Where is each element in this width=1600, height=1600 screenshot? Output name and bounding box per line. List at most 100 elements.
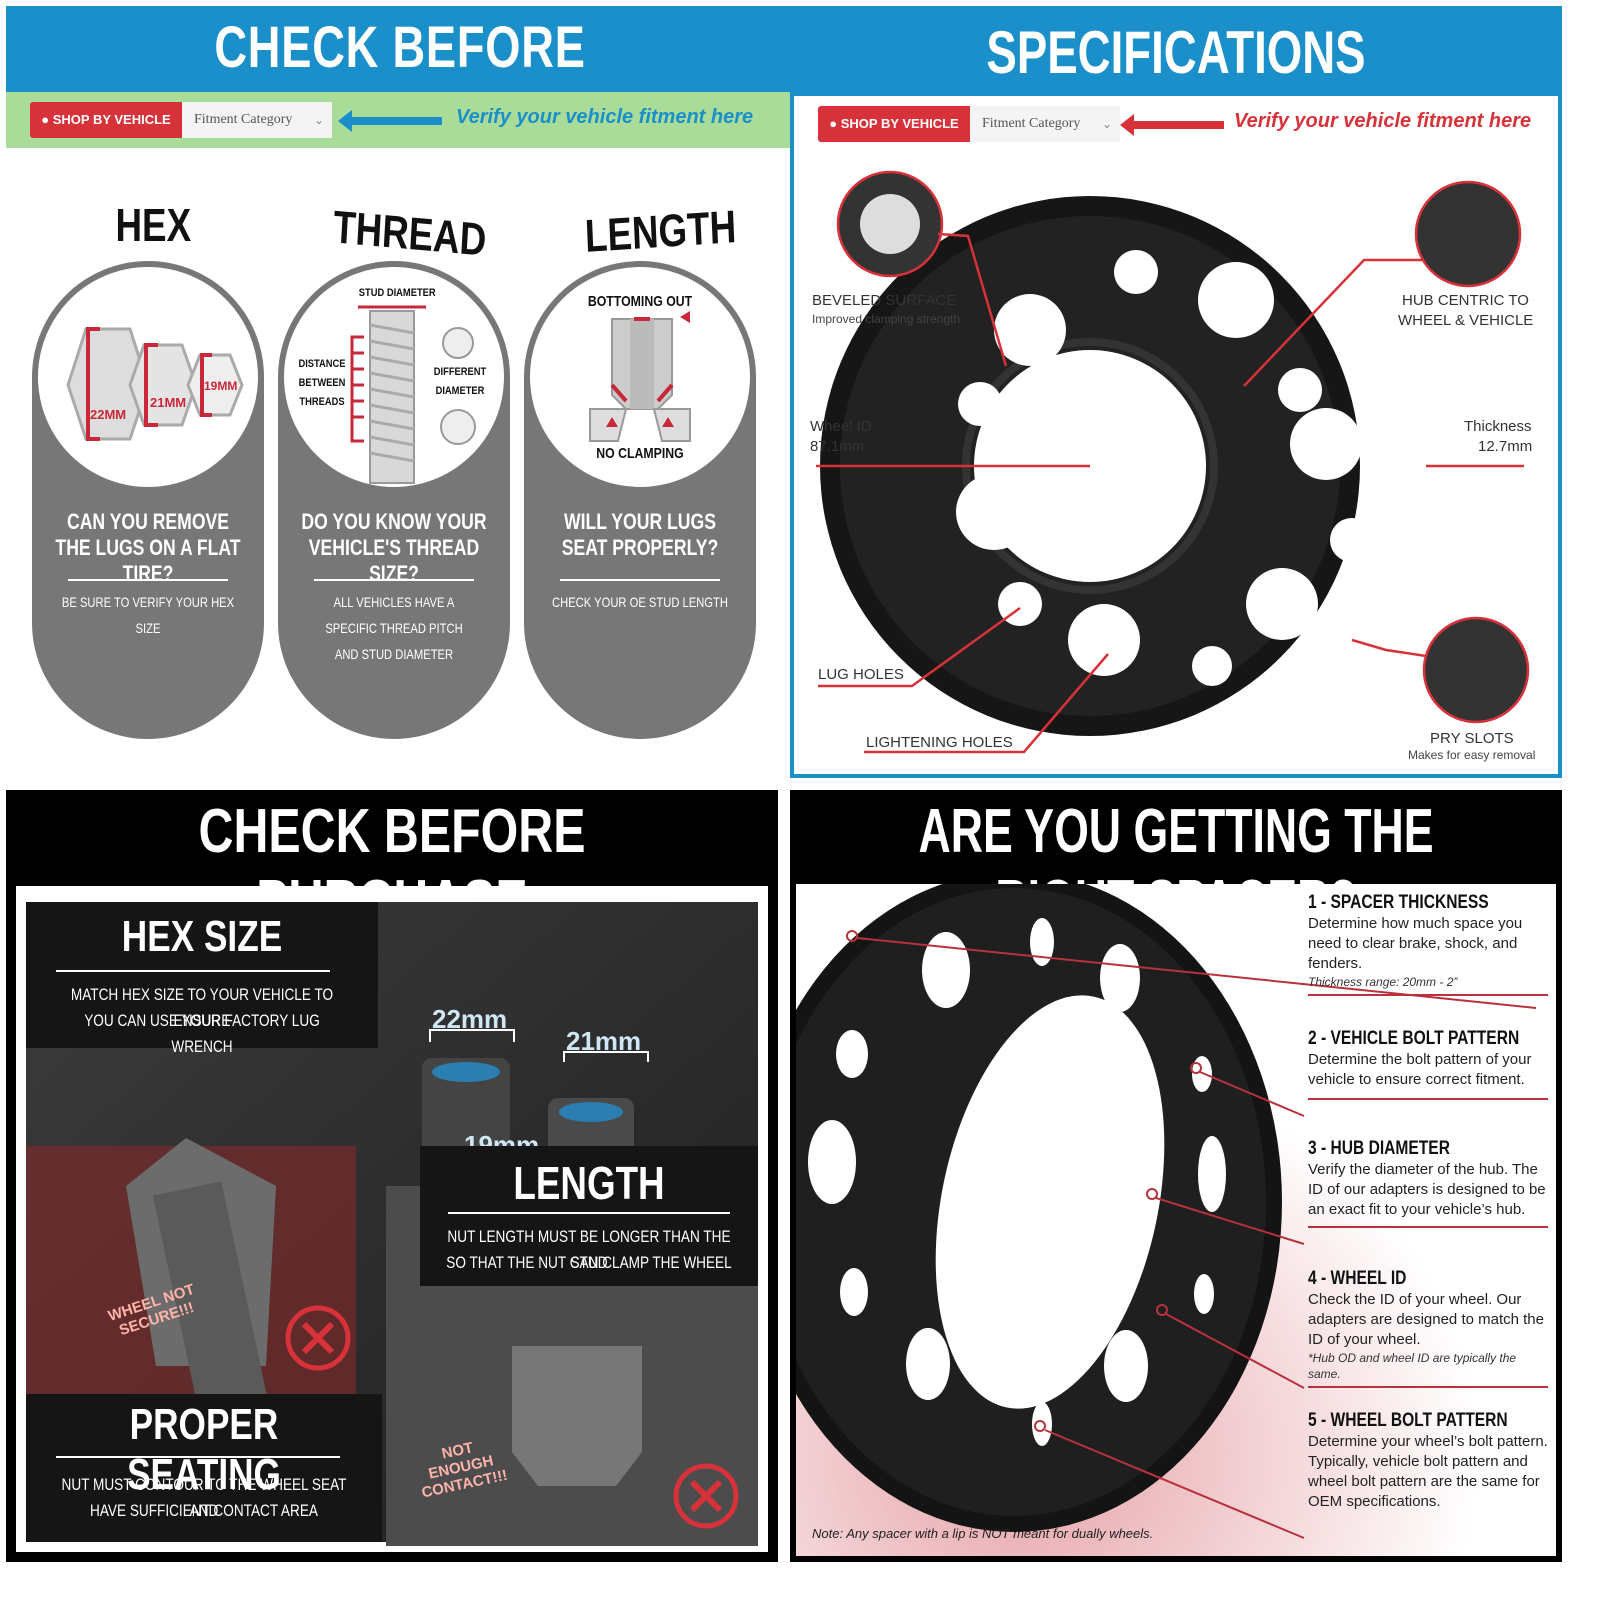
- lightening-holes-label: LIGHTENING HOLES: [866, 734, 1013, 751]
- proper-seating-text-2: HAVE SUFFICIENT CONTACT AREA: [90, 1501, 318, 1520]
- spacer-thickness-section: 1 - SPACER THICKNESS Determine how much …: [1308, 892, 1548, 996]
- verify-fitment-link[interactable]: Verify your vehicle fitment here: [456, 106, 754, 128]
- divider: [1308, 994, 1548, 996]
- lug-holes-label: LUG HOLES: [818, 666, 904, 683]
- section-desc: Check the ID of your wheel. Our adapters…: [1308, 1291, 1544, 1348]
- divider: [448, 1212, 730, 1214]
- fitment-category-value: Fitment Category: [194, 112, 293, 127]
- shop-by-vehicle-label: SHOP BY VEHICLE: [840, 116, 959, 131]
- different-diameter-label: DIFFERENT DIAMETER: [433, 366, 487, 397]
- thread-card: STUD DIAMETER DISTANCE BETWEEN THREADS D…: [278, 261, 510, 739]
- divider: [68, 579, 228, 581]
- content-panel: HEX SIZE MATCH HEX SIZE TO YOUR VEHICLE …: [16, 886, 768, 1552]
- fitment-bar: ● SHOP BY VEHICLE Fitment Category ⌄ Veri…: [6, 92, 794, 148]
- hex-illustration: 22MM 21MM 19MM: [38, 267, 258, 487]
- vehicle-bolt-pattern-section: 2 - VEHICLE BOLT PATTERN Determine the b…: [1308, 1028, 1548, 1100]
- divider: [314, 579, 474, 581]
- arrow-left-icon: [1120, 114, 1224, 136]
- wheel-bolt-pattern-section: 5 - WHEEL BOLT PATTERN Determine your wh…: [1308, 1410, 1548, 1512]
- check-before-purchase-panel: CHECK BEFORE PURCHASE ● SHOP BY VEHICLE …: [6, 6, 794, 786]
- hex-card: 22MM 21MM 19MM CAN YOU REMOVE THE LUGS O…: [32, 261, 264, 739]
- section-title: 4 - WHEEL ID: [1308, 1268, 1407, 1289]
- section-title: 3 - HUB DIAMETER: [1308, 1138, 1450, 1159]
- hub-centric-label-2: WHEEL & VEHICLE: [1398, 312, 1534, 329]
- pry-slots-sub: Makes for easy removal: [1408, 748, 1536, 762]
- panel-header: CHECK BEFORE PURCHASE: [6, 6, 794, 147]
- chevron-down-icon: ⌄: [1101, 117, 1112, 131]
- thread-illustration: STUD DIAMETER DISTANCE BETWEEN THREADS D…: [284, 267, 504, 487]
- length-note: CHECK YOUR OE STUD LENGTH: [552, 594, 728, 610]
- section-desc: Determine how much space you need to cle…: [1308, 915, 1523, 972]
- length-question: WILL YOUR LUGS SEAT PROPERLY?: [561, 509, 719, 560]
- section-desc: Determine your wheel’s bolt pattern. Typ…: [1308, 1433, 1548, 1510]
- proper-seating-text-1: NUT MUST CONTOUR TO THE WHEEL SEAT AND: [61, 1475, 347, 1520]
- chevron-down-icon: ⌄: [313, 113, 324, 127]
- section-title: 1 - SPACER THICKNESS: [1308, 892, 1489, 913]
- length-title: LENGTH: [513, 1157, 665, 1209]
- spacer-diagram: [796, 884, 1556, 1556]
- hex-note: BE SURE TO VERIFY YOUR HEX SIZE: [61, 594, 235, 636]
- fitment-category-select[interactable]: Fitment Category ⌄: [182, 102, 332, 138]
- no-clamping-label: NO CLAMPING: [596, 445, 684, 462]
- hex-size-block: [26, 902, 378, 1048]
- stud-diameter-label: STUD DIAMETER: [358, 287, 436, 299]
- beveled-surface-label: BEVELED SURFACE: [812, 292, 957, 309]
- section-title: 5 - WHEEL BOLT PATTERN: [1308, 1410, 1508, 1431]
- specifications-panel: SPECIFICATIONS ● SHOP BY VEHICLE Fitment…: [790, 6, 1562, 778]
- car-icon: ●: [41, 112, 50, 127]
- bottoming-out-label: BOTTOMING OUT: [587, 293, 693, 310]
- hex-nut-icon: [66, 327, 244, 441]
- hub-centric-label: HUB CENTRIC TO: [1402, 292, 1529, 309]
- section-note: *Hub OD and wheel ID are typically the s…: [1308, 1351, 1517, 1381]
- hex-size-text-1: MATCH HEX SIZE TO YOUR VEHICLE TO ENSURE: [70, 985, 334, 1030]
- dually-footnote: Note: Any spacer with a lip is NOT meant…: [812, 1526, 1154, 1541]
- length-block: [420, 1146, 758, 1286]
- beveled-surface-sub: Improved clamping strength: [812, 312, 961, 326]
- content-panel: 1 - SPACER THICKNESS Determine how much …: [796, 884, 1556, 1556]
- right-spacer-panel: ARE YOU GETTING THE RIGHT SPACER?: [790, 790, 1562, 1562]
- length-illustration: BOTTOMING OUT NO CLAMPING: [530, 267, 750, 487]
- hex-size-text-2: YOU CAN USE YOUR FACTORY LUG WRENCH: [84, 1011, 320, 1056]
- length-text-2: SO THAT THE NUT CAN CLAMP THE WHEEL: [446, 1253, 732, 1272]
- divider: [1308, 1386, 1548, 1388]
- verify-fitment-link[interactable]: Verify your vehicle fitment here: [1234, 110, 1532, 132]
- hex-21-label: 21MM: [150, 395, 187, 410]
- spacer-diagram: [816, 170, 1530, 754]
- thread-note: ALL VEHICLES HAVE A SPECIFIC THREAD PITC…: [325, 594, 463, 662]
- shop-by-vehicle-label: SHOP BY VEHICLE: [52, 112, 171, 127]
- hex-question: CAN YOU REMOVE THE LUGS ON A FLAT TIRE?: [55, 509, 241, 586]
- panel-header: SPECIFICATIONS: [794, 10, 1558, 96]
- hex-size-title: HEX SIZE: [121, 912, 283, 961]
- divider: [1308, 1098, 1548, 1100]
- length-text-1: NUT LENGTH MUST BE LONGER THAN THE STUD: [447, 1227, 731, 1272]
- check-before-purchase-dark-panel: CHECK BEFORE PURCHASE: [6, 790, 778, 1562]
- fitment-category-select[interactable]: Fitment Category ⌄: [970, 106, 1120, 142]
- pry-slots-label: PRY SLOTS: [1430, 730, 1514, 747]
- fitment-category-value: Fitment Category: [982, 116, 1081, 131]
- divider: [1308, 1226, 1548, 1228]
- hex-title: HEX: [115, 199, 192, 251]
- thickness-label: Thickness: [1464, 418, 1532, 435]
- wheel-id-label: Wheel ID: [810, 418, 872, 435]
- thread-question: DO YOU KNOW YOUR VEHICLE'S THREAD SIZE?: [301, 509, 487, 586]
- shop-by-vehicle-button[interactable]: ● SHOP BY VEHICLE: [818, 106, 970, 142]
- proper-seating-title: PROPER SEATING: [127, 1400, 281, 1499]
- divider: [56, 970, 330, 972]
- length-title: LENGTH: [583, 200, 738, 262]
- size-21mm-label: 21mm: [566, 1026, 642, 1056]
- lug-nut-icon: [589, 311, 691, 442]
- wheel-id-section: 4 - WHEEL ID Check the ID of your wheel.…: [1308, 1268, 1548, 1388]
- hub-diameter-section: 3 - HUB DIAMETER Verify the diameter of …: [1308, 1138, 1548, 1228]
- section-note: Thickness range: 20mm - 2”: [1308, 975, 1458, 989]
- length-card: BOTTOMING OUT NO CLAMPING WILL YOUR LUGS…: [524, 261, 756, 739]
- stud-thread-icon: [350, 305, 476, 484]
- wheel-id-value: 87.1mm: [810, 438, 865, 455]
- hex-19-label: 19MM: [204, 379, 238, 393]
- arrow-left-icon: [338, 110, 442, 132]
- proper-seating-block: [26, 1394, 382, 1542]
- shop-by-vehicle-button[interactable]: ● SHOP BY VEHICLE: [30, 102, 182, 138]
- divider: [56, 1456, 340, 1458]
- thread-title: THREAD: [331, 200, 488, 266]
- car-icon: ●: [829, 116, 838, 131]
- section-desc: Determine the bolt pattern of your vehic…: [1308, 1051, 1532, 1088]
